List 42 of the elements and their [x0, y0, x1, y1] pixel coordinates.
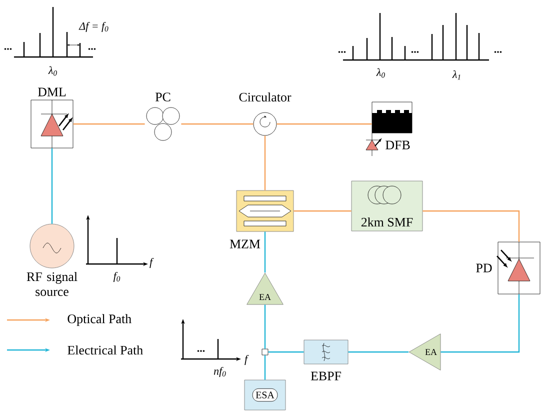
component-label: PC [155, 92, 170, 102]
frequency-label: nf$_{0}$ [214, 366, 226, 378]
wavelength-label: λ$_{0}$ [48, 66, 57, 76]
connector-line [294, 210, 352, 212]
axis-label: f [150, 258, 154, 268]
connector-line [264, 232, 266, 273]
component-label: DML [38, 88, 66, 96]
ellipsis: ... [411, 51, 419, 53]
wavelength-label: λ$_{1}$ [452, 70, 460, 80]
component-label: DFB [386, 140, 410, 150]
legend-label: Optical Path [68, 314, 132, 326]
ellipsis: ... [197, 350, 205, 352]
spacing-label: Δf = f$_{0}$ [78, 22, 108, 32]
fiber-spool-box: 2km SMF [351, 180, 423, 232]
component-label: EBPF [310, 372, 342, 380]
wavelength-label: λ$_{0}$ [376, 68, 385, 78]
connector-line [73, 123, 145, 125]
connector-line [181, 123, 254, 125]
junction-square [262, 348, 268, 356]
connector-line [264, 304, 266, 349]
amplifier-triangle: EA [408, 334, 441, 370]
ellipsis: ... [4, 48, 12, 50]
connector-line [422, 210, 520, 242]
connector-line [264, 355, 266, 380]
legend-label: Electrical Path [68, 345, 143, 355]
axis-label: f [244, 354, 249, 366]
ellipsis: ... [88, 48, 96, 50]
analyzer-box: ESA [244, 380, 286, 410]
component-label: RF signal source [26, 272, 78, 296]
ellipsis: ... [338, 51, 346, 53]
component-label: PD [476, 264, 492, 272]
ellipsis: ... [494, 51, 502, 53]
amplifier-triangle: EA [246, 272, 284, 305]
connector-line [268, 351, 304, 353]
component-label: MZM [230, 240, 260, 248]
connector-line [264, 136, 266, 190]
connector-line [276, 123, 372, 125]
frequency-label: f$_{0}$ [113, 272, 120, 282]
connector-line [51, 148, 53, 224]
connector-line [440, 294, 520, 353]
component-label: Circulator [239, 92, 292, 102]
connector-line [348, 351, 409, 353]
